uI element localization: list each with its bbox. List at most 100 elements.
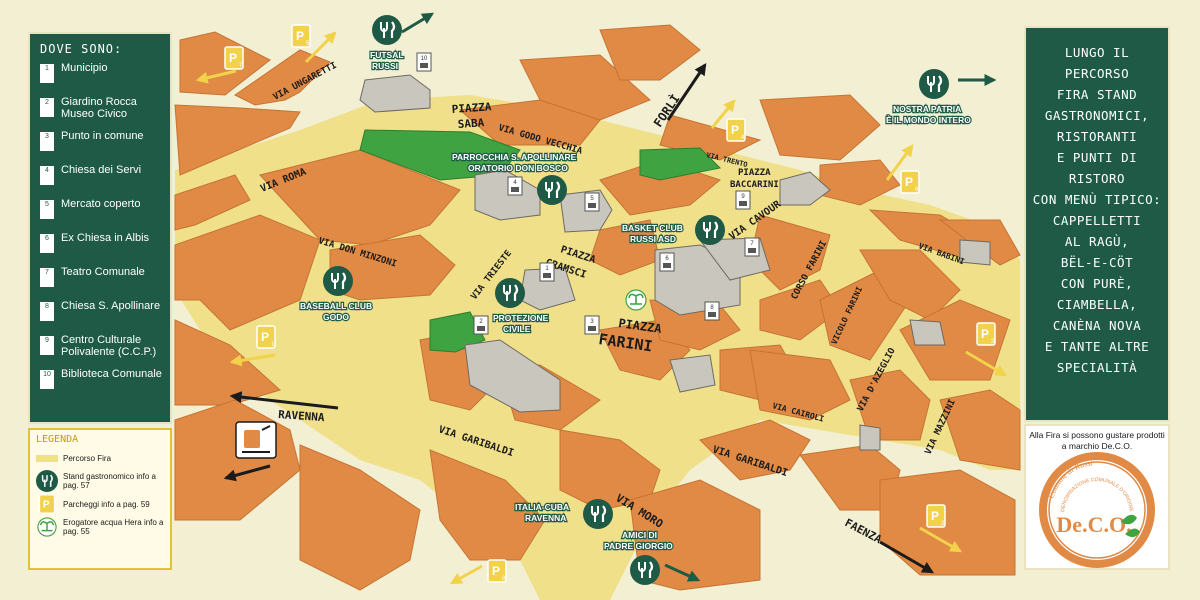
street-piazza-saba-1: PIAZZA	[451, 100, 492, 116]
poi-marker-7[interactable]: 7	[744, 237, 760, 257]
deco-caption: Alla Fira si possono gustare prodotti a …	[1029, 430, 1165, 451]
stand-baseball-label: BASEBALL CLUB	[300, 301, 372, 311]
stand-amici-label: AMICI DI	[622, 530, 657, 540]
legend-item: Stand gastronomico info a pag. 57	[36, 470, 164, 492]
building-icon: 8	[40, 302, 54, 321]
menu-line: BËL-E-CÖT	[1060, 255, 1134, 270]
fork-knife-icon[interactable]	[493, 276, 527, 310]
menu-line: FIRA STAND	[1056, 87, 1138, 102]
poi-list-item[interactable]: 8 Chiesa S. Apollinare	[40, 300, 162, 330]
fork-knife-icon	[36, 470, 58, 492]
menu-line: GASTRONOMICI,	[1044, 108, 1150, 123]
poi-marker-1[interactable]: 1	[539, 262, 555, 282]
stand-baseball-label: GODO	[323, 312, 349, 322]
city-blocks	[174, 24, 1021, 591]
poi-list-item[interactable]: 5 Mercato coperto	[40, 198, 162, 228]
legend-title: LEGENDA	[36, 434, 79, 445]
building-icon: 7	[40, 268, 54, 287]
arrow-icon	[965, 350, 1008, 377]
fork-knife-icon[interactable]	[370, 13, 404, 47]
poi-marker-10[interactable]: 10	[416, 52, 432, 72]
poi-label: Mercato coperto	[61, 198, 141, 210]
dove-sono-title: DOVE SONO:	[40, 42, 123, 56]
parking-p-icon[interactable]: 1	[256, 325, 276, 349]
menu-line: RISTORANTI	[1056, 129, 1138, 144]
stand-futsal-label: FUTSAL	[370, 50, 404, 60]
poi-number: 4	[513, 180, 517, 186]
poi-label: Chiesa S. Apollinare	[61, 300, 161, 312]
stand-basket-label: RUSSI ASD	[630, 234, 676, 244]
parking-p-icon[interactable]: 3	[976, 322, 996, 346]
stand-nostra-patria-label: È IL MONDO INTERO	[886, 115, 971, 125]
poi-marker-2[interactable]: 2	[473, 315, 489, 335]
arrow-icon	[304, 31, 337, 64]
building-icon: 1	[40, 64, 54, 83]
menu-line: CAPPELLETTI	[1052, 213, 1142, 228]
legend-label: Erogatore acqua Hera info a pag. 55	[63, 518, 164, 536]
parking-p-icon[interactable]: 6	[900, 170, 920, 194]
menu-line: E PUNTI DI RISTORO	[1056, 150, 1138, 186]
poi-number: 8	[710, 305, 714, 311]
train-station-icon	[235, 421, 277, 459]
street-piazza-farini-1: PIAZZA	[618, 316, 664, 336]
fork-knife-icon[interactable]	[917, 67, 951, 101]
menu-line: E TANTE ALTRE	[1044, 339, 1150, 354]
poi-marker-6[interactable]: 6	[659, 252, 675, 272]
stand-protezione-label: CIVILE	[503, 324, 531, 334]
fork-knife-icon[interactable]	[581, 497, 615, 531]
building-icon: 10	[40, 370, 54, 389]
stand-protezione-label: PROTEZIONE	[493, 313, 549, 323]
arrow-icon	[885, 144, 914, 181]
parking-number: 6	[915, 187, 919, 193]
parking-number: 3	[991, 339, 995, 345]
stand-basket-label: BASKET CLUB	[622, 223, 683, 233]
parking-p-icon	[36, 494, 58, 514]
poi-marker-3[interactable]: 3	[584, 315, 600, 335]
legend-item: Erogatore acqua Hera info a pag. 55	[36, 517, 164, 537]
direction-ravenna: RAVENNA	[229, 391, 339, 424]
street-piazza-baccarini-2: BACCARINI	[730, 180, 779, 190]
poi-marker-8[interactable]: 8	[704, 301, 720, 321]
fork-knife-icon[interactable]	[628, 553, 662, 587]
menu-info-panel: LUNGO IL PERCORSO FIRA STAND GASTRONOMIC…	[1024, 26, 1170, 422]
arrow-icon	[195, 69, 237, 84]
legend-label: Parcheggi info a pag. 59	[63, 499, 150, 509]
arrow-icon	[449, 564, 483, 585]
parking-p-icon[interactable]: 2	[926, 504, 946, 528]
arrow-icon	[223, 464, 271, 482]
parking-p-icon[interactable]: 8	[487, 559, 507, 583]
poi-marker-5[interactable]: 5	[584, 192, 600, 212]
direction-ravenna-label: RAVENNA	[278, 408, 326, 424]
fork-knife-icon[interactable]	[321, 264, 355, 298]
poi-marker-9[interactable]: 9	[735, 190, 751, 210]
poi-label: Ex Chiesa in Albis	[61, 232, 150, 244]
leaf-icon	[1121, 514, 1137, 525]
parking-number: 8	[502, 576, 506, 582]
parking-p-icon[interactable]: 7	[224, 46, 244, 70]
fork-knife-icon[interactable]	[693, 213, 727, 247]
water-fountain-icon	[625, 289, 647, 311]
legend-label: Percorso Fira	[63, 453, 112, 463]
poi-number: 7	[750, 241, 754, 247]
building-icon: 5	[40, 200, 54, 219]
poi-list-item[interactable]: 10 Biblioteca Comunale	[40, 368, 162, 398]
poi-label: Giardino Rocca Museo Civico	[61, 96, 137, 120]
poi-number: 3	[590, 319, 594, 325]
water-fountain-icon	[36, 517, 58, 537]
parking-p-icon[interactable]: 4	[726, 118, 746, 142]
fork-knife-icon[interactable]	[535, 173, 569, 207]
parking-p-icon[interactable]: 5	[291, 24, 311, 48]
poi-marker-4[interactable]: 4	[507, 176, 523, 196]
poi-label: Biblioteca Comunale	[61, 368, 162, 380]
arrow-icon	[710, 99, 736, 129]
stand-futsal-label: RUSSI	[372, 61, 398, 71]
